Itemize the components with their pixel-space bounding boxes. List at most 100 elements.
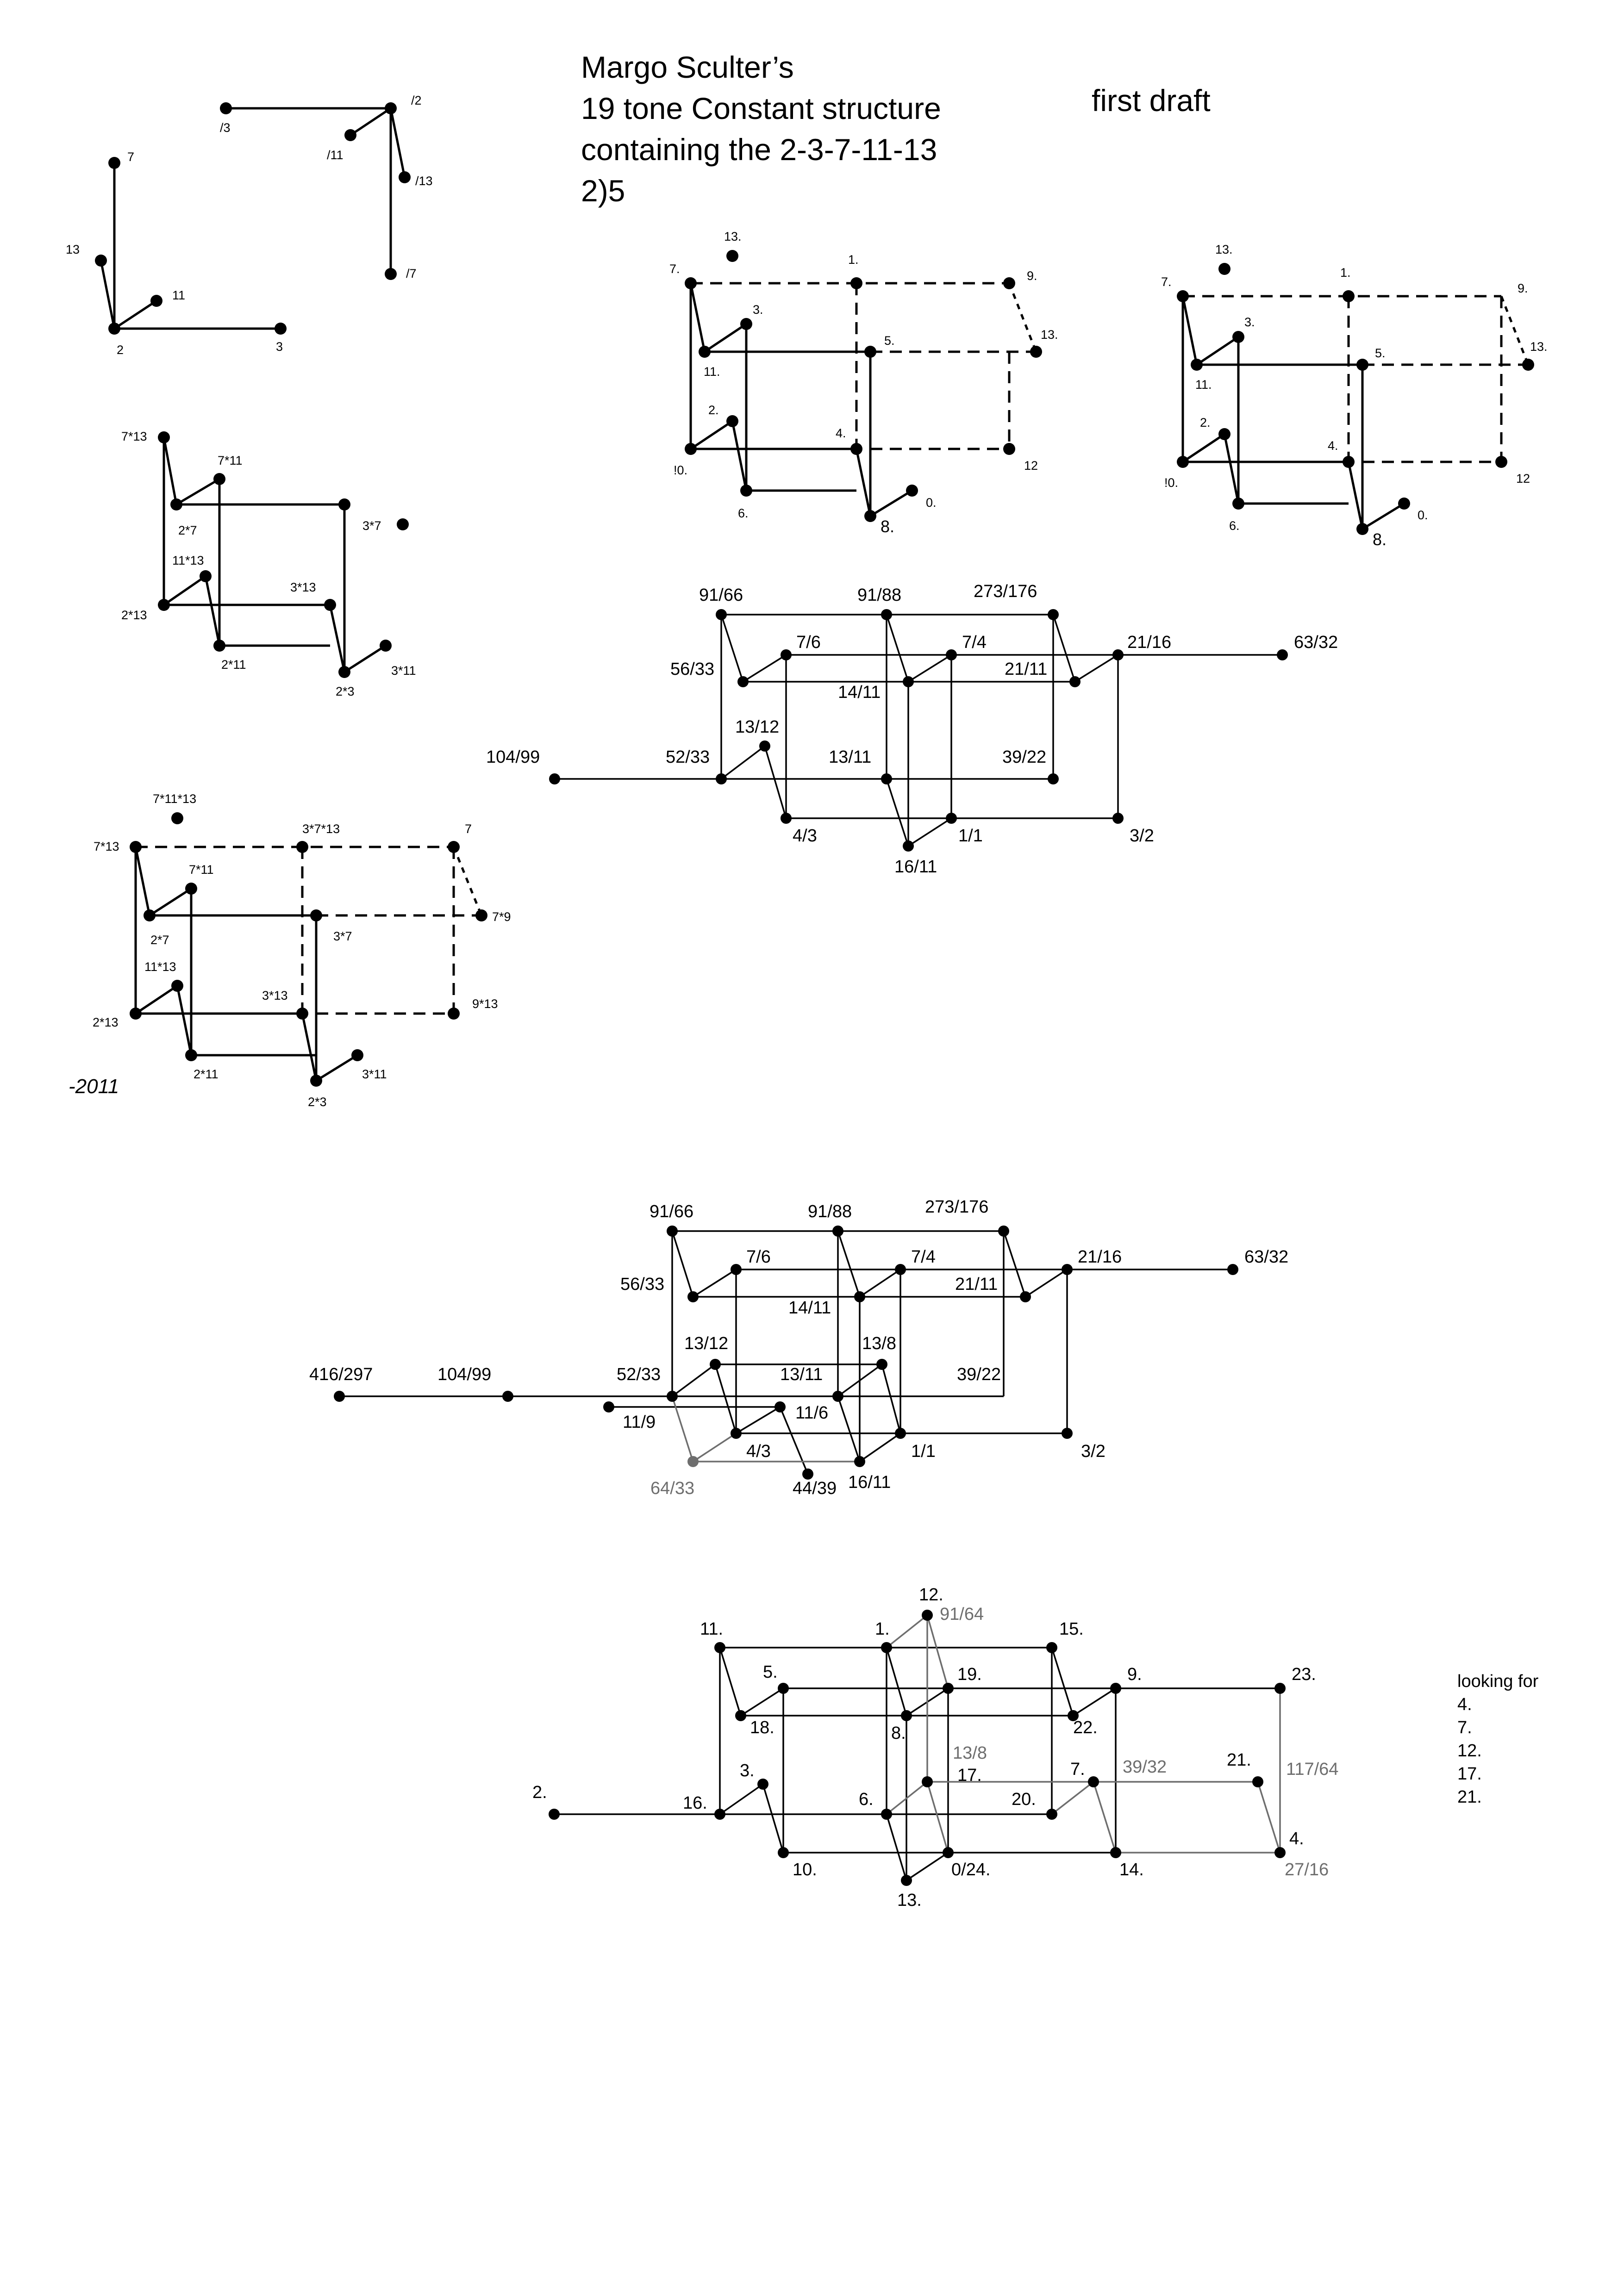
product-label: 3*7*13 <box>302 822 340 836</box>
step-label: 13. <box>724 230 742 243</box>
product-label: 2*11 <box>221 658 246 672</box>
product-cube-figure: 7*13 7*11 2*7 3*7 11*13 3*13 2*13 2*11 2… <box>121 429 416 698</box>
ratio-label-secondary: 13/8 <box>953 1743 987 1763</box>
step-label: 11. <box>704 365 720 379</box>
ratio-label: 11/9 <box>623 1412 656 1432</box>
ratio-label: 52/33 <box>666 747 710 767</box>
step-number-label: 13. <box>897 1891 922 1910</box>
prime-axes-figure: 7 13 11 2 3 /3 /2 /11 /13 /7 <box>66 93 433 357</box>
step-number-label: 20. <box>1012 1790 1036 1809</box>
axis-label-7: 7 <box>127 150 134 164</box>
step-number-label: 14. <box>1119 1860 1144 1879</box>
axis-label-inv-2: /2 <box>411 93 422 107</box>
product-label: 3*7 <box>362 519 381 533</box>
step-label: 0. <box>1418 508 1428 522</box>
step-label: 2. <box>1200 416 1211 429</box>
ratio-label: 416/297 <box>309 1365 373 1384</box>
step-label: 12 <box>1024 459 1038 473</box>
looking-for-heading: looking for <box>1457 1672 1539 1691</box>
product-label: 3*7 <box>333 929 352 943</box>
axis-label-13: 13 <box>66 243 80 256</box>
ratio-label: 39/22 <box>957 1365 1001 1384</box>
product-label: 2*3 <box>308 1095 327 1109</box>
looking-for-item: 7. <box>1457 1718 1472 1737</box>
looking-for-note: looking for 4. 7. 12. 17. 21. <box>1457 1672 1539 1807</box>
ratio-label: 56/33 <box>670 660 714 679</box>
ratio-label: 1/1 <box>911 1442 936 1461</box>
ratio-label: 13/11 <box>829 747 871 767</box>
axis-label-2: 2 <box>117 343 124 357</box>
product-label: 3*11 <box>391 664 416 678</box>
step-label: 3. <box>1244 315 1255 329</box>
step-number-label: 22. <box>1073 1718 1098 1737</box>
ratio-label: 16/11 <box>848 1473 891 1492</box>
step-label: 13. <box>1215 243 1233 256</box>
step-label: !0. <box>674 463 687 477</box>
product-label: 11*13 <box>144 960 176 974</box>
step-number-label: 15. <box>1059 1619 1084 1639</box>
step-label: 9. <box>1027 269 1037 283</box>
product-label: 11*13 <box>172 554 204 567</box>
step-label: 7. <box>669 262 680 276</box>
product-label: 7 <box>465 822 472 836</box>
step-number-label: 6. <box>859 1790 874 1809</box>
step-number-label: 4. <box>1289 1829 1304 1848</box>
step-number-label: 12. <box>919 1585 943 1605</box>
step-number-label: 8. <box>891 1724 906 1743</box>
step-label: 0. <box>926 496 937 510</box>
product-label: 2*3 <box>336 684 355 698</box>
step-number-label: 11. <box>700 1619 723 1639</box>
ratio-label: 13/11 <box>780 1365 823 1384</box>
ratio-label: 91/66 <box>650 1202 693 1221</box>
product-label: 3*13 <box>290 580 316 594</box>
ratio-label: 44/39 <box>793 1479 837 1498</box>
ratio-label: 21/11 <box>1005 660 1047 679</box>
axis-label-11: 11 <box>172 288 185 302</box>
step-label: 5. <box>884 334 895 348</box>
draft-label: first draft <box>1092 83 1211 118</box>
ratio-label: 91/66 <box>699 585 743 605</box>
extended-product-cube-figure: 7*11*13 3*7*13 7 7*13 7*11 2*7 3*7 7*9 1… <box>93 792 511 1109</box>
product-label: 7*11 <box>189 863 214 877</box>
step-number-label: 23. <box>1292 1665 1316 1684</box>
step-number-label: 18. <box>750 1718 775 1737</box>
ratio-label: 7/4 <box>911 1247 936 1267</box>
ratio-label: 63/32 <box>1294 633 1338 652</box>
product-label: 2*7 <box>178 523 197 537</box>
title-block: Margo Sculter’s 19 tone Constant structu… <box>581 50 941 208</box>
ratio-label: 3/2 <box>1081 1442 1106 1461</box>
step-number-label: 5. <box>763 1662 778 1682</box>
step-lattice-19-figure: 12. 11. 1. 15. 5. 19. 9. 23. 18. 8. 22. … <box>532 1585 1338 1910</box>
title-line-1: Margo Sculter’s <box>581 50 794 84</box>
title-line-3: containing the 2-3-7-11-13 <box>581 132 937 167</box>
ratio-label: 14/11 <box>838 683 881 702</box>
product-label: 2*11 <box>194 1067 219 1081</box>
ratio-label: 3/2 <box>1130 826 1154 846</box>
step-label: 5. <box>1375 346 1386 360</box>
step-number-label: 19. <box>957 1665 982 1684</box>
step-label: 8. <box>881 517 894 536</box>
ratio-label: 7/6 <box>746 1247 771 1267</box>
product-label: 7*11*13 <box>153 792 196 806</box>
ratio-label: 21/11 <box>955 1275 998 1294</box>
product-label: 3*11 <box>362 1067 387 1081</box>
step-label: 12 <box>1516 472 1530 485</box>
step-number-label: 17. <box>957 1766 982 1785</box>
product-label: 2*7 <box>150 933 169 947</box>
axis-label-inv-11: /11 <box>327 148 344 162</box>
ratio-label: 13/12 <box>735 717 779 737</box>
step-label: 4. <box>1328 439 1338 453</box>
ratio-label: 39/22 <box>1002 747 1046 767</box>
step-label: 4. <box>836 426 846 440</box>
ratio-label: 7/6 <box>796 633 821 652</box>
step-cube-b-figure: 13. 1. 7. 9. 3. 5. 13. 11. 2. 4. 12 !0. … <box>1161 243 1548 549</box>
signature: -2011 <box>69 1075 119 1098</box>
step-label: !0. <box>1164 476 1178 490</box>
step-number-label: 2. <box>532 1783 547 1802</box>
ratio-label: 91/88 <box>808 1202 852 1221</box>
axis-label-inv-7: /7 <box>406 267 417 280</box>
ratio-label: 13/8 <box>862 1334 896 1353</box>
ratio-label: 4/3 <box>793 826 817 846</box>
step-number-label: 9. <box>1127 1665 1142 1684</box>
ratio-label: 104/99 <box>437 1365 491 1384</box>
